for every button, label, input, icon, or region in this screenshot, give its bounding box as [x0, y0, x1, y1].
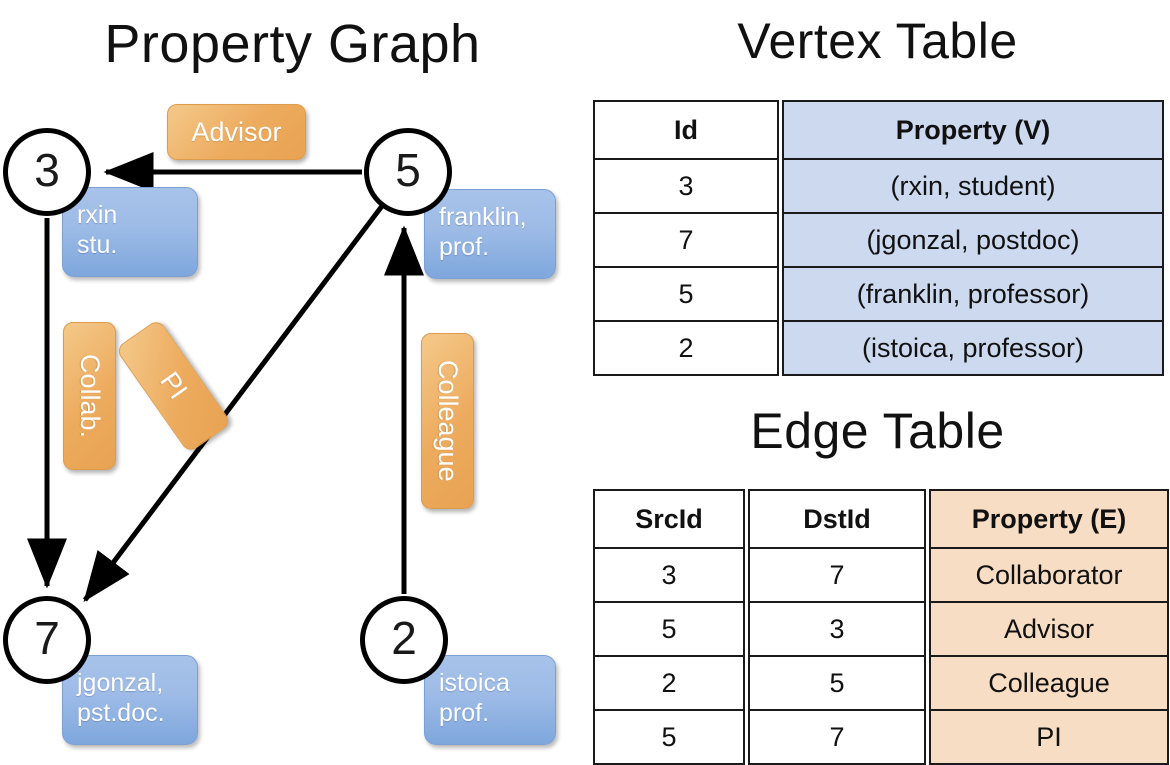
- graph-node-7-label: 7: [34, 612, 60, 664]
- vertex-property-rxin-line1: rxin: [77, 201, 118, 229]
- graph-node-5-label: 5: [395, 144, 421, 196]
- edge-table-cell-srcid: 2: [595, 655, 743, 709]
- vertex-property-jgonzal-line2: pst.doc.: [77, 699, 165, 727]
- vertex-table: Id 3 7 5 2 Property (V) (rxin, student) …: [593, 100, 1164, 376]
- property-graph-panel: Property Graph Advisor Collab. PI: [0, 0, 585, 760]
- page-title-property-graph: Property Graph: [104, 14, 481, 74]
- vertex-property-box-istoica: istoica prof.: [424, 655, 556, 745]
- edge-table-cell-dstid: 3: [750, 601, 924, 655]
- edge-label-advisor-text: Advisor: [191, 116, 282, 147]
- edge-table-header-srcid: SrcId: [635, 503, 703, 534]
- edge-5-to-7-pi: [83, 204, 384, 602]
- vertex-property-box-rxin: rxin stu.: [62, 187, 198, 277]
- vertex-table-cell-property: (jgonzal, postdoc): [784, 212, 1162, 266]
- vertex-property-rxin-line2: stu.: [77, 231, 118, 259]
- vertex-table-cell-id: 3: [595, 158, 777, 212]
- vertex-table-cell-id: 2: [595, 320, 777, 374]
- edge-table-cell-property: PI: [931, 709, 1167, 763]
- edge-table-cell-srcid: 5: [595, 709, 743, 763]
- vertex-table-cell-property: (franklin, professor): [784, 266, 1162, 320]
- edge-table-cell-property: Collaborator: [931, 547, 1167, 601]
- graph-node-3-label: 3: [34, 144, 60, 196]
- graph-edges-layer: [27, 152, 424, 602]
- edge-label-pi-text: PI: [154, 366, 194, 405]
- graph-node-7[interactable]: 7: [3, 596, 91, 684]
- vertex-table-cell-property: (rxin, student): [784, 158, 1162, 212]
- vertex-table-cell-property: (istoica, professor): [784, 320, 1162, 374]
- vertex-property-franklin-line2: prof.: [439, 233, 490, 261]
- page-title-edge-table: Edge Table: [750, 403, 1005, 459]
- graph-node-3[interactable]: 3: [3, 128, 91, 216]
- edge-table-header-property: Property (E): [931, 491, 1167, 547]
- edge-table: SrcId 3 5 2 5 DstId 7 3 5 7 Property (E)…: [593, 489, 1169, 765]
- vertex-table-header-property: Property (V): [784, 102, 1162, 158]
- edge-label-colleague-text: Colleague: [433, 360, 463, 482]
- edge-table-cell-property: Colleague: [931, 655, 1167, 709]
- vertex-property-istoica-line2: prof.: [439, 699, 490, 727]
- edge-table-property-column: Property (E) Collaborator Advisor Collea…: [929, 489, 1169, 765]
- vertex-property-istoica-line1: istoica: [439, 669, 510, 697]
- edge-table-cell-property: Advisor: [931, 601, 1167, 655]
- graph-node-2-label: 2: [391, 612, 417, 664]
- edge-label-collab: Collab.: [63, 322, 116, 470]
- vertex-property-box-franklin: franklin, prof.: [424, 189, 556, 279]
- graph-node-5[interactable]: 5: [364, 128, 452, 216]
- vertex-property-franklin-line1: franklin,: [439, 203, 527, 231]
- edge-label-collab-text: Collab.: [75, 353, 105, 439]
- vertex-table-property-column: Property (V) (rxin, student) (jgonzal, p…: [782, 100, 1164, 376]
- vertex-table-header-id: Id: [674, 114, 698, 145]
- edge-table-cell-dstid: 5: [750, 655, 924, 709]
- edge-table-srcid-column: SrcId 3 5 2 5: [593, 489, 745, 765]
- vertex-table-cell-id: 7: [595, 212, 777, 266]
- vertex-table-id-column: Id 3 7 5 2: [593, 100, 779, 376]
- edge-table-header-dstid: DstId: [803, 503, 871, 534]
- edge-label-advisor: Advisor: [167, 104, 306, 160]
- vertex-property-box-jgonzal: jgonzal, pst.doc.: [62, 655, 198, 745]
- edge-label-colleague: Colleague: [421, 333, 474, 509]
- edge-table-cell-srcid: 3: [595, 547, 743, 601]
- vertex-property-jgonzal-line1: jgonzal,: [77, 669, 164, 697]
- vertex-table-cell-id: 5: [595, 266, 777, 320]
- edge-table-cell-srcid: 5: [595, 601, 743, 655]
- edge-table-cell-dstid: 7: [750, 709, 924, 763]
- graph-node-2[interactable]: 2: [360, 596, 448, 684]
- edge-table-dstid-column: DstId 7 3 5 7: [748, 489, 926, 765]
- edge-table-cell-dstid: 7: [750, 547, 924, 601]
- page-title-vertex-table: Vertex Table: [737, 13, 1018, 69]
